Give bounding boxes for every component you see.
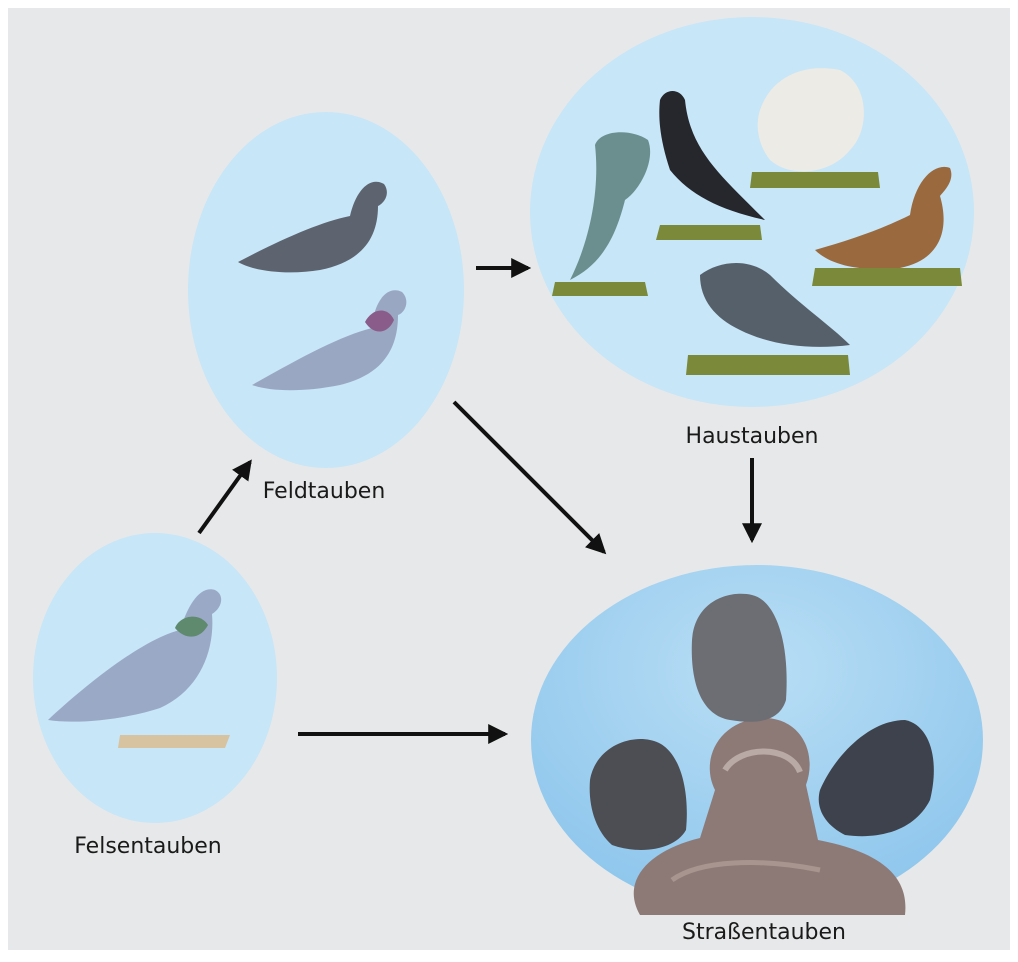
node-label-felsentauben: Felsentauben (74, 834, 222, 859)
node-label-strassentauben: Straßentauben (682, 920, 846, 945)
feldtauben-ellipse (188, 112, 464, 468)
node-label-haustauben: Haustauben (686, 424, 819, 449)
node-label-feldtauben: Feldtauben (263, 479, 386, 504)
